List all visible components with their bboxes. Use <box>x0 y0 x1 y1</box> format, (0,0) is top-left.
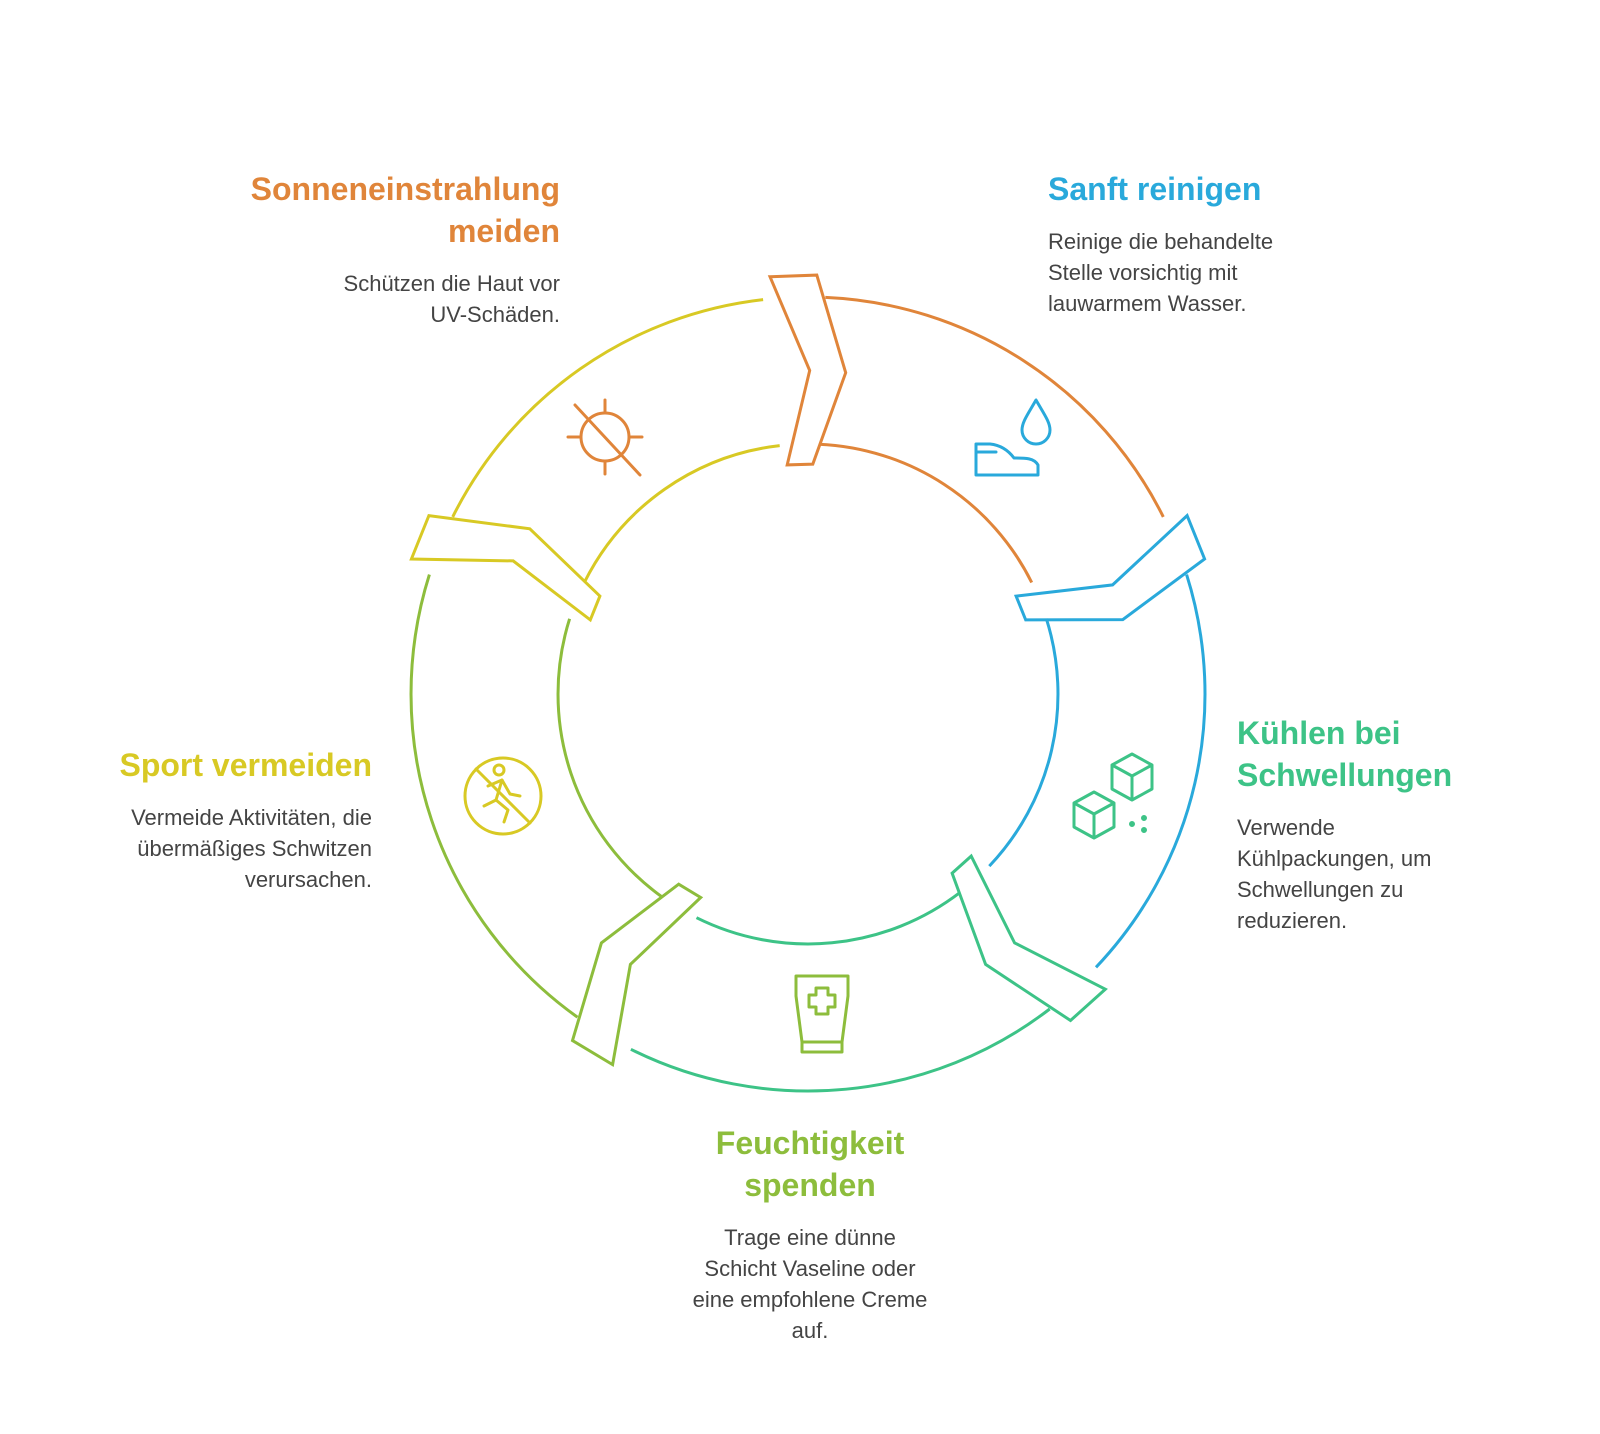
chevron-connector-feucht <box>409 513 602 623</box>
step-kuehlen: Kühlen bei Schwellungen Verwende Kühlpac… <box>1237 712 1577 936</box>
step-title: Kühlen bei Schwellungen <box>1237 715 1453 793</box>
sun-crossed-icon <box>566 398 644 477</box>
step-description: Vermeide Aktivitäten, die übermäßiges Sc… <box>131 805 372 892</box>
chevron-connector-sonne <box>1013 513 1207 622</box>
step-title: Sonneneinstrahlung meiden <box>250 171 560 249</box>
step-sonneneinstrahlung: Sonneneinstrahlung meiden Schützen die H… <box>170 168 560 330</box>
no-running-icon <box>463 756 543 836</box>
step-description: Verwende Kühlpackungen, um Schwellungen … <box>1237 815 1432 933</box>
step-description: Reinige die behandelte Stelle vorsichtig… <box>1048 229 1274 316</box>
chevron-connector-kuehl <box>570 882 704 1068</box>
step-description: Trage eine dünne Schicht Vaseline oder e… <box>692 1225 928 1343</box>
ring-segment-inner-kuehl <box>695 891 962 946</box>
step-title: Sanft reinigen <box>1048 171 1262 207</box>
step-feuchtigkeit: Feuchtigkeit spenden Trage eine dünne Sc… <box>620 1122 1000 1346</box>
ring-segment-inner-sonne <box>818 442 1034 584</box>
ring-segment-outer-sonne <box>825 295 1165 518</box>
cream-tube-icon <box>794 974 850 1054</box>
ring-segment-outer-sport <box>451 298 764 518</box>
step-description: Schützen die Haut vor UV-Schäden. <box>343 271 560 327</box>
chevron-connector-sanft <box>950 853 1108 1023</box>
ice-cubes-icon <box>1072 752 1154 840</box>
chevron-connector-sport <box>767 273 848 467</box>
cycle-ring <box>409 273 1207 1093</box>
ring-segment-inner-feucht <box>556 618 664 899</box>
ring-segment-inner-sport <box>582 444 780 584</box>
ring-segment-outer-feucht <box>409 574 579 1019</box>
step-sanft-reinigen: Sanft reinigen Reinige die behandelte St… <box>1048 168 1448 319</box>
step-title: Sport vermeiden <box>119 747 372 783</box>
ring-segment-outer-kuehl <box>630 1007 1051 1093</box>
step-title: Feuchtigkeit spenden <box>715 1125 905 1203</box>
step-sport-vermeiden: Sport vermeiden Vermeide Aktivitäten, di… <box>60 744 372 895</box>
ring-segment-outer-sanft <box>1094 574 1207 969</box>
ring-segment-inner-sanft <box>988 618 1060 868</box>
hand-water-drop-icon <box>974 398 1052 477</box>
